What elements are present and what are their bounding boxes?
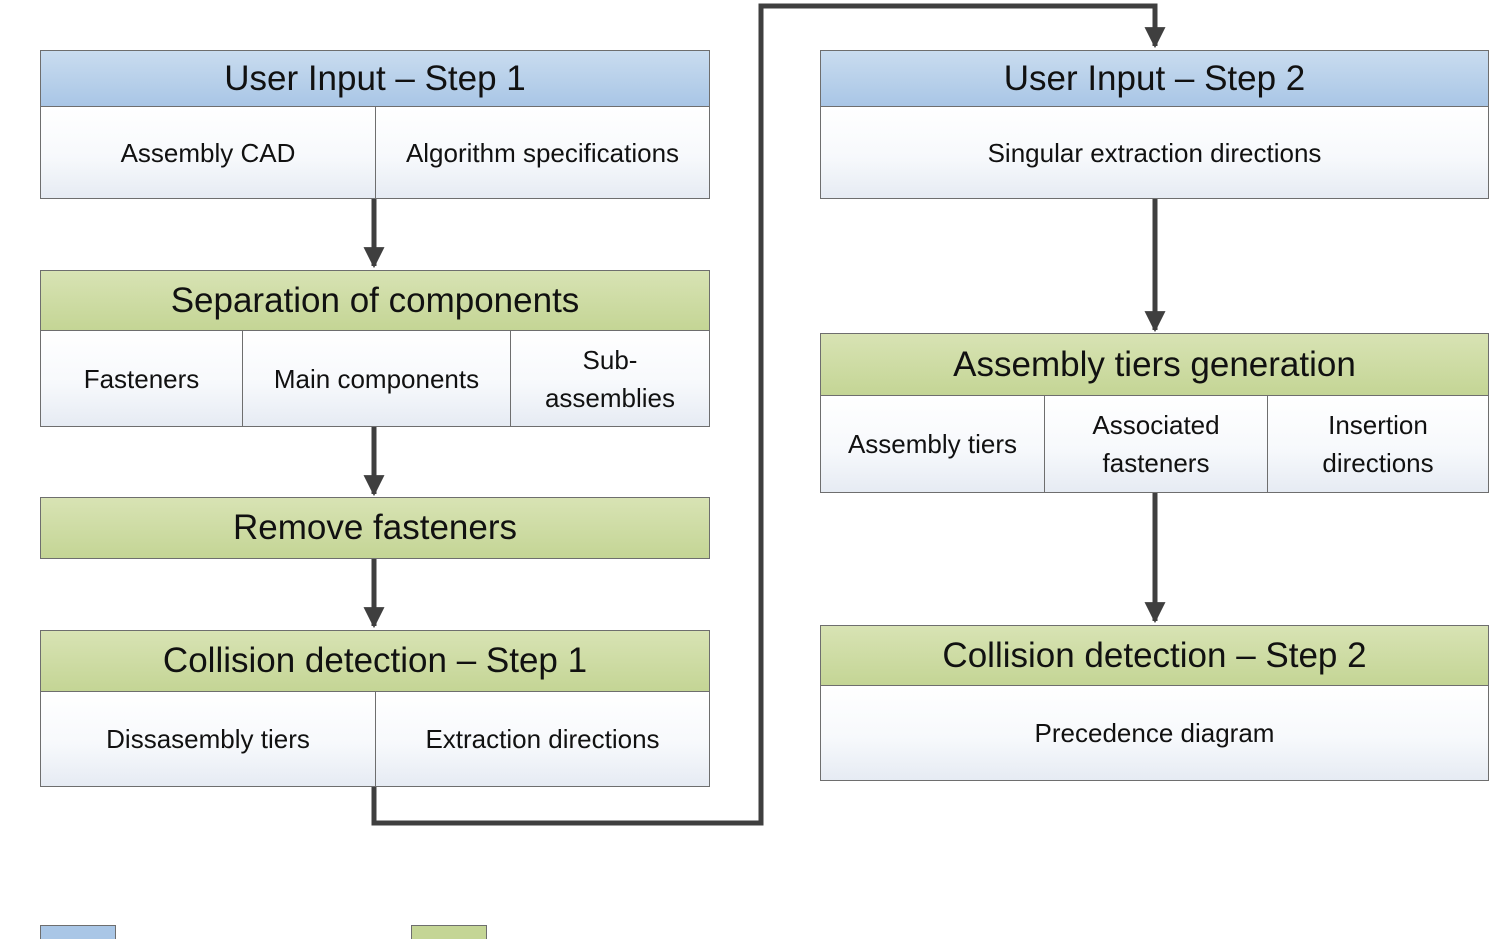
cell-assembly-cad: Assembly CAD — [120, 137, 296, 168]
legend-swatch-process — [411, 925, 487, 939]
legend-swatch-input — [40, 925, 116, 939]
collision-step1-title: Collision detection – Step 1 — [40, 630, 710, 692]
separation-block: Separation of components Fasteners Main … — [40, 270, 710, 427]
arrow-collision1-to-input2 — [371, 3, 1166, 826]
remove-fasteners-title: Remove fasteners — [40, 497, 710, 559]
collision-step2-block: Collision detection – Step 2 Precedence … — [820, 625, 1489, 781]
collision-step2-title: Collision detection – Step 2 — [820, 625, 1489, 686]
assembly-tiers-generation-title: Assembly tiers generation — [820, 333, 1489, 396]
remove-fasteners-block: Remove fasteners — [40, 497, 710, 559]
user-input-step2-title: User Input – Step 2 — [820, 50, 1489, 107]
cell-assembly-tiers: Assembly tiers — [847, 429, 1018, 459]
cell-main-components: Main components — [242, 331, 510, 426]
cell-extraction-directions: Extraction directions — [375, 692, 709, 786]
separation-title: Separation of components — [40, 270, 710, 331]
cell-algorithm-specifications: Algorithm specifications — [375, 107, 709, 198]
user-input-step1-block: User Input – Step 1 Assembly CAD Algorit… — [40, 50, 710, 199]
cell-dissasembly-tiers: Dissasembly tiers — [106, 724, 310, 754]
cell-precedence-diagram: Precedence diagram — [1034, 718, 1275, 748]
cell-associated-fasteners: Associated fasteners — [1044, 396, 1267, 492]
collision-step1-block: Collision detection – Step 1 Dissasembly… — [40, 630, 710, 787]
cell-fasteners: Fasteners — [83, 363, 200, 394]
cell-insertion-directions: Insertion directions — [1267, 396, 1488, 492]
assembly-tiers-generation-block: Assembly tiers generation Assembly tiers… — [820, 333, 1489, 493]
cell-singular-extraction-directions: Singular extraction directions — [987, 137, 1322, 168]
user-input-step1-title: User Input – Step 1 — [40, 50, 710, 107]
user-input-step2-block: User Input – Step 2 Singular extraction … — [820, 50, 1489, 199]
cell-sub-assemblies: Sub- assemblies — [510, 331, 709, 426]
